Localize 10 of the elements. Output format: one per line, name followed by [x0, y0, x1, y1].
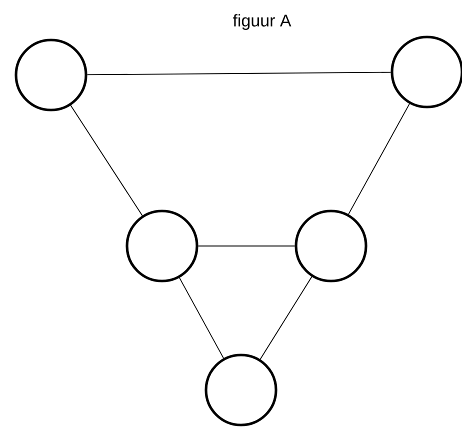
connector-line	[348, 103, 410, 215]
connector-line	[86, 72, 392, 76]
connector-line	[179, 277, 224, 359]
title: figuur A	[232, 14, 292, 30]
connector-line	[70, 105, 143, 216]
connector-line	[260, 276, 312, 360]
circle-node	[204, 354, 278, 426]
circle-node	[294, 210, 368, 282]
circle-node	[126, 210, 198, 282]
circle-node	[14, 38, 88, 112]
